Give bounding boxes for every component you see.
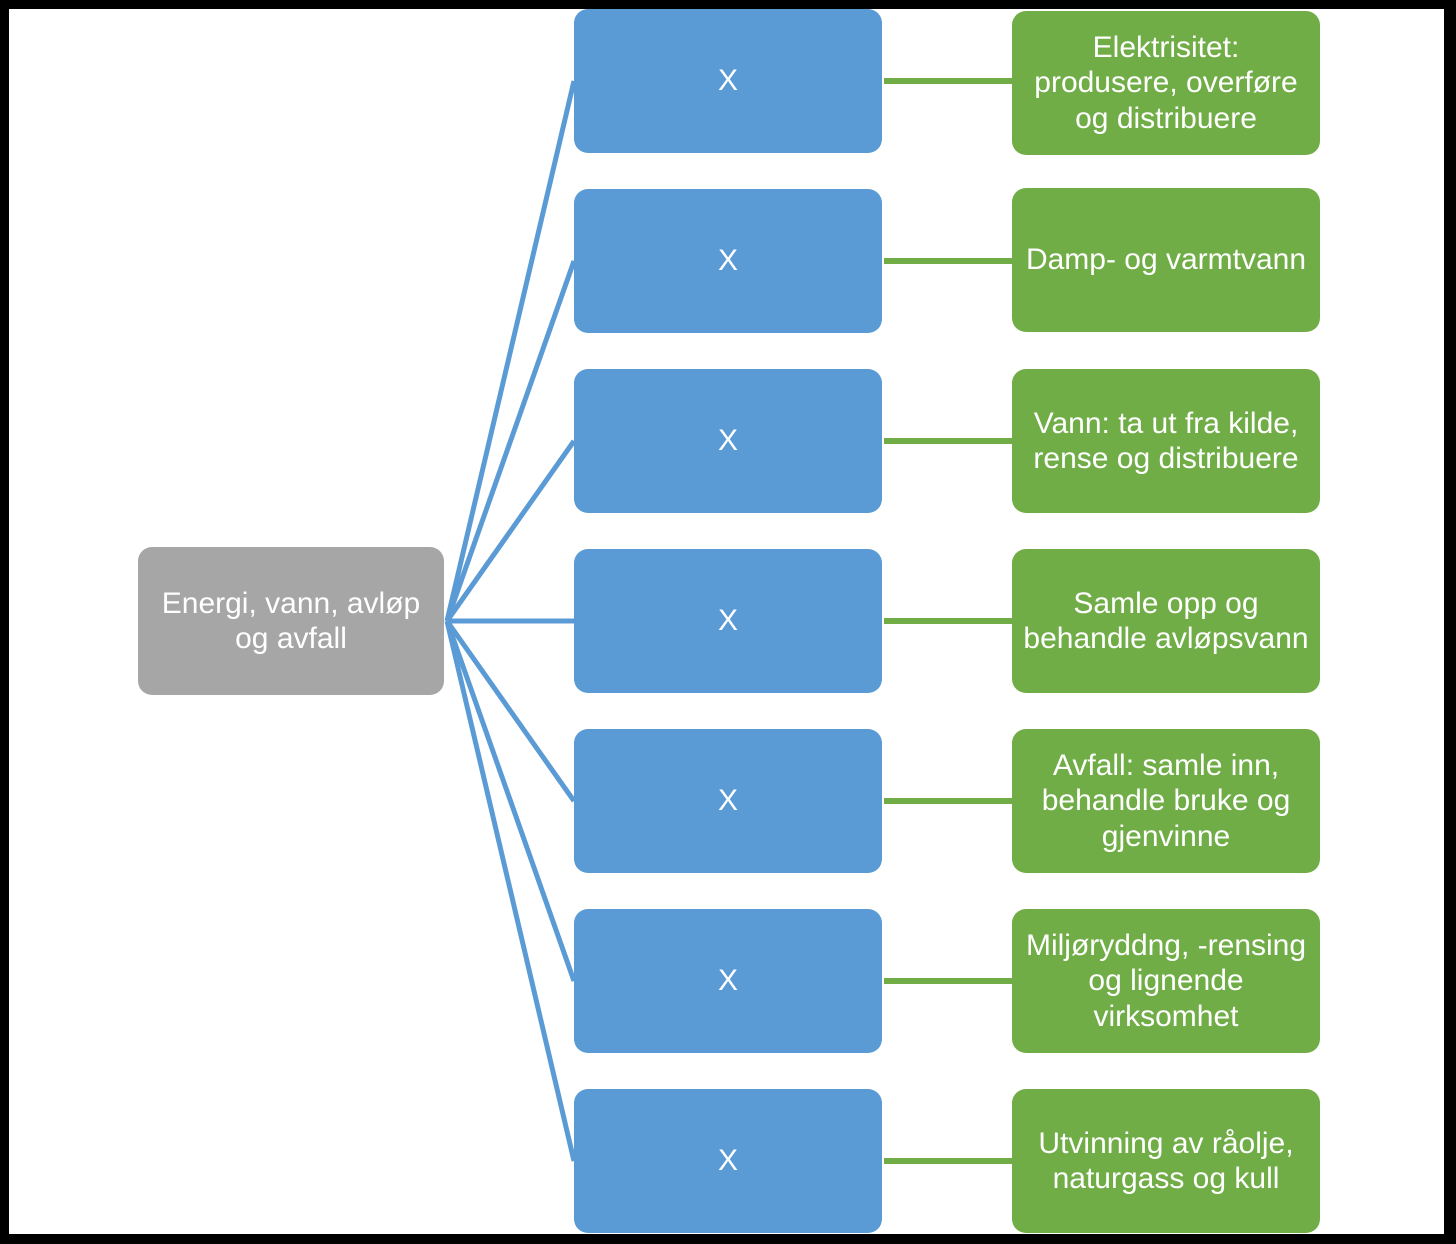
leaf-node-5[interactable]: Avfall: samle inn, behandle bruke og gje…: [1012, 729, 1320, 873]
mid-to-leaf-connector-5: [884, 798, 1014, 804]
mid-to-leaf-connector-4: [884, 618, 1014, 624]
mid-node-2[interactable]: X: [574, 189, 882, 333]
leaf-node-label: Miljøryddng, -rensing og lignende virkso…: [1025, 929, 1307, 1033]
mid-node-7[interactable]: X: [574, 1089, 882, 1233]
mid-node-1[interactable]: X: [574, 9, 882, 153]
root-node-label: Energi, vann, avløp og avfall: [161, 586, 421, 655]
mid-to-leaf-connector-6: [884, 978, 1014, 984]
mid-node-label: X: [717, 64, 738, 98]
mid-to-leaf-connector-1: [884, 78, 1014, 84]
leaf-node-label: Samle opp og behandle avløpsvann: [1023, 586, 1309, 655]
leaf-node-label: Avfall: samle inn, behandle bruke og gje…: [1041, 749, 1291, 853]
mid-node-label: X: [717, 964, 738, 998]
mid-node-label: X: [717, 1144, 738, 1178]
mid-node-label: X: [717, 604, 738, 638]
mid-to-leaf-connector-7: [884, 1158, 1014, 1164]
mid-node-label: X: [717, 244, 738, 278]
leaf-node-1[interactable]: Elektrisitet: produsere, overføre og dis…: [1012, 11, 1320, 155]
mid-node-3[interactable]: X: [574, 369, 882, 513]
leaf-node-3[interactable]: Vann: ta ut fra kilde, rense og distribu…: [1012, 369, 1320, 513]
leaf-node-6[interactable]: Miljøryddng, -rensing og lignende virkso…: [1012, 909, 1320, 1053]
leaf-node-label: Vann: ta ut fra kilde, rense og distribu…: [1033, 406, 1299, 475]
leaf-node-4[interactable]: Samle opp og behandle avløpsvann: [1012, 549, 1320, 693]
mid-node-label: X: [717, 784, 738, 818]
mid-to-leaf-connector-3: [884, 438, 1014, 444]
root-node[interactable]: Energi, vann, avløp og avfall: [138, 547, 444, 695]
mid-node-4[interactable]: X: [574, 549, 882, 693]
leaf-node-label: Elektrisitet: produsere, overføre og dis…: [1034, 31, 1298, 135]
mid-node-6[interactable]: X: [574, 909, 882, 1053]
leaf-node-7[interactable]: Utvinning av råolje, naturgass og kull: [1012, 1089, 1320, 1233]
mid-node-5[interactable]: X: [574, 729, 882, 873]
leaf-node-label: Utvinning av råolje, naturgass og kull: [1038, 1126, 1294, 1195]
mid-node-label: X: [717, 424, 738, 458]
mid-to-leaf-connector-2: [884, 258, 1014, 264]
leaf-node-label: Damp- og varmtvann: [1025, 243, 1307, 277]
leaf-node-2[interactable]: Damp- og varmtvann: [1012, 188, 1320, 332]
